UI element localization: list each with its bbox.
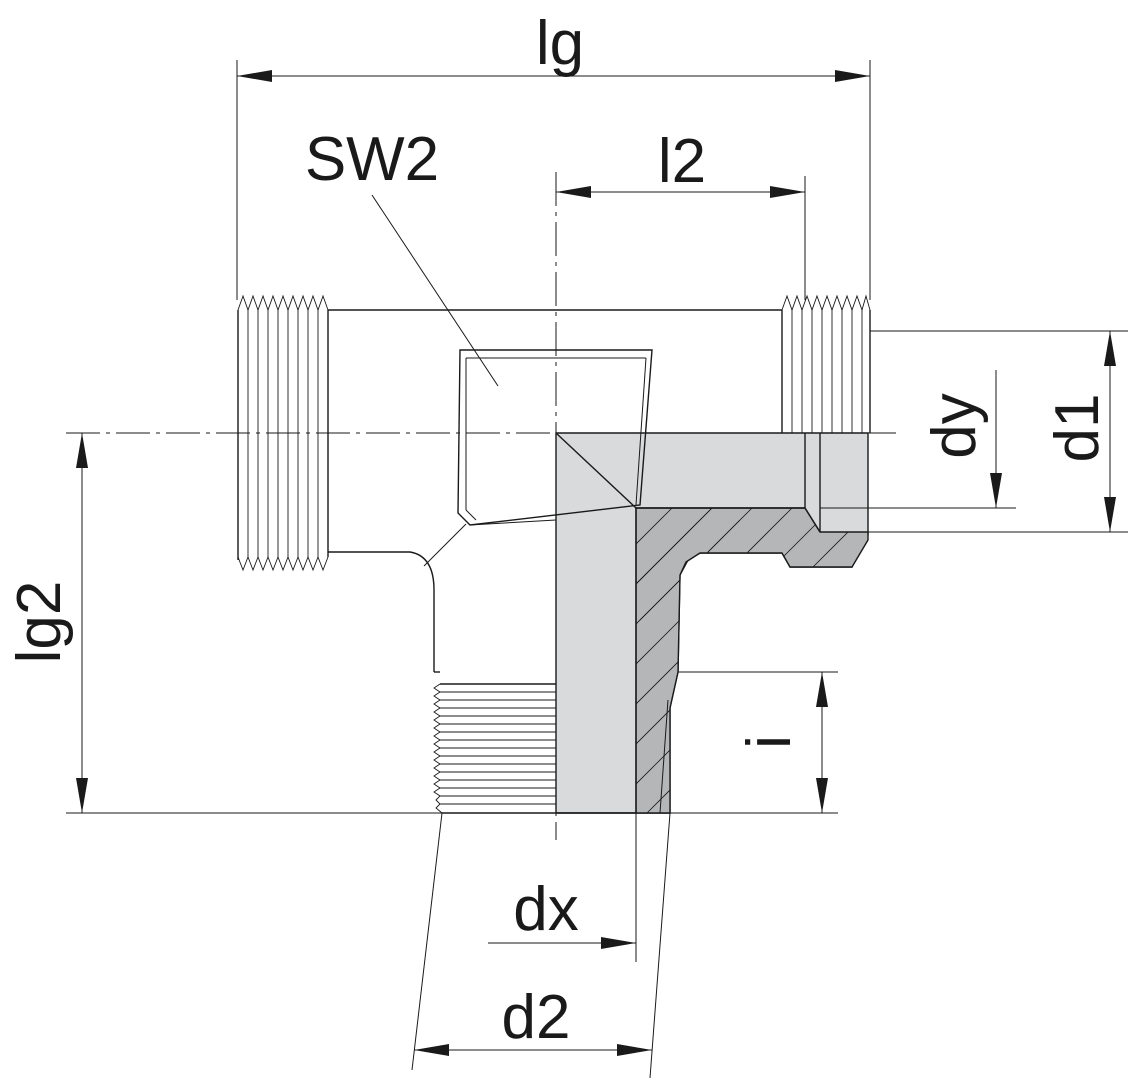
l2-arrow-right: [770, 186, 805, 198]
lg2-label: lg2: [5, 581, 74, 664]
d2-extension-right: [649, 812, 671, 1079]
sw2-label: SW2: [305, 125, 439, 194]
d1-arrow-top: [1104, 331, 1116, 366]
sw2-leader: [371, 194, 499, 387]
d1-label: d1: [1043, 394, 1112, 463]
dy-label: dy: [920, 393, 989, 458]
sw2-leader-lower: [423, 523, 467, 567]
port-seat-step: [804, 507, 821, 533]
i-arrow-bottom: [816, 778, 828, 813]
dx-label: dx: [513, 875, 578, 944]
d2-label: d2: [502, 983, 571, 1052]
lg-arrow-right: [835, 70, 870, 82]
hexagon-wrench-flat: [457, 349, 653, 526]
lg-arrow-left: [237, 70, 272, 82]
i-label: i: [735, 735, 804, 749]
thread-taper-line: [659, 699, 669, 814]
l2-label: l2: [658, 127, 706, 196]
lg-label: lg: [536, 9, 584, 78]
d2-arrow-left: [414, 1044, 449, 1056]
body-lower-left: [328, 551, 435, 672]
dy-arrow: [990, 473, 1002, 508]
l2-arrow-left: [556, 186, 591, 198]
d2-extension-left: [411, 812, 443, 1071]
i-arrow-top: [816, 672, 828, 707]
d1-arrow-bottom: [1104, 497, 1116, 532]
lg2-arrow-top: [76, 433, 88, 468]
bore-chamfer: [555, 432, 637, 509]
d2-arrow-right: [617, 1044, 652, 1056]
section-area: [555, 432, 869, 814]
lg2-arrow-bottom: [76, 778, 88, 813]
hatched-wall: [635, 507, 869, 814]
dx-arrow: [601, 937, 636, 949]
right-thread: [781, 294, 871, 433]
